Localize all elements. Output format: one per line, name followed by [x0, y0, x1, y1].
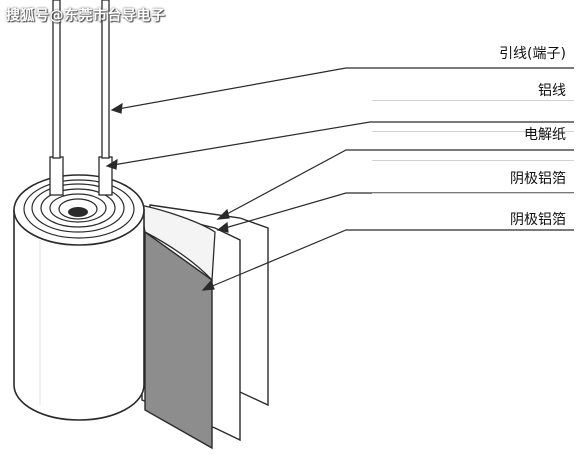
label-electrolytic-paper: 电解纸	[524, 127, 566, 143]
foil-curl	[139, 204, 216, 282]
lead-terminal-left	[52, 0, 61, 159]
label-lead-terminal: 引线(端子)	[499, 46, 566, 62]
separator-line	[372, 193, 574, 194]
roll-core-hole	[68, 207, 88, 217]
winding-spiral	[23, 179, 135, 239]
label-cathode-foil-2: 阴极铝箔	[510, 212, 566, 228]
aluminum-wire-base-right	[98, 156, 113, 196]
label-cathode-foil-1: 阴极铝箔	[510, 171, 566, 187]
separator-line	[372, 131, 574, 132]
cathode-foil-sheet	[144, 230, 213, 450]
label-aluminum-wire: 铝线	[538, 83, 566, 99]
lead-terminal-right	[101, 0, 110, 159]
aluminum-wire-base-left	[49, 156, 64, 196]
separator-line	[372, 100, 574, 101]
capacitor-roll-body	[13, 209, 145, 421]
watermark: 搜狐号@东莞市台导电子	[6, 8, 166, 24]
separator-line	[372, 160, 574, 161]
